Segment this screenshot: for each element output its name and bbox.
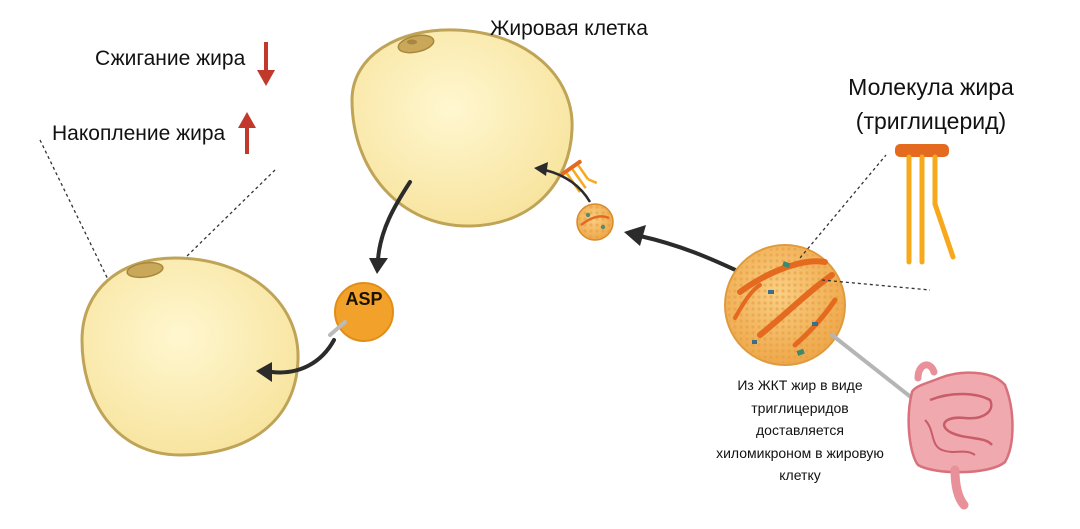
intestine-icon [907,361,1014,510]
fat-molecule-label-line1: Молекула жира [848,74,1014,100]
fat-burning-label: Сжигание жира [95,47,246,70]
asp-circle [334,282,394,342]
fat-storage-up-arrow [238,112,256,154]
arrow-asp-to-cell [256,320,347,382]
fat-cell-label: Жировая клетка [490,17,648,40]
small-lipid-droplet [576,203,614,241]
chylomicron-note: Из ЖКТ жир в виде триглицеридов доставля… [716,377,884,483]
fat-molecule-label: Молекула жира (триглицерид) [836,70,1026,138]
nucleus-bottom [126,261,164,279]
fat-molecule-label-line2: (триглицерид) [855,108,1007,134]
triglyceride-molecule [895,144,956,265]
molecule-zoom-lines [799,154,931,291]
arrow-chylomicron-to-droplet [624,225,746,276]
arrow-droplet-to-cell [534,162,592,203]
fat-storage-label: Накопление жира [52,122,226,145]
fat-cell-bottom [80,256,300,457]
asp-label: ASP [345,289,383,309]
chylomicron [724,244,846,366]
fat-cell-top [350,28,574,228]
chylomicron-to-intestine-line [830,333,914,400]
fat-burning-down-arrow [257,42,275,86]
nucleus-top [397,34,435,54]
arrow-cell-to-asp [369,180,412,274]
